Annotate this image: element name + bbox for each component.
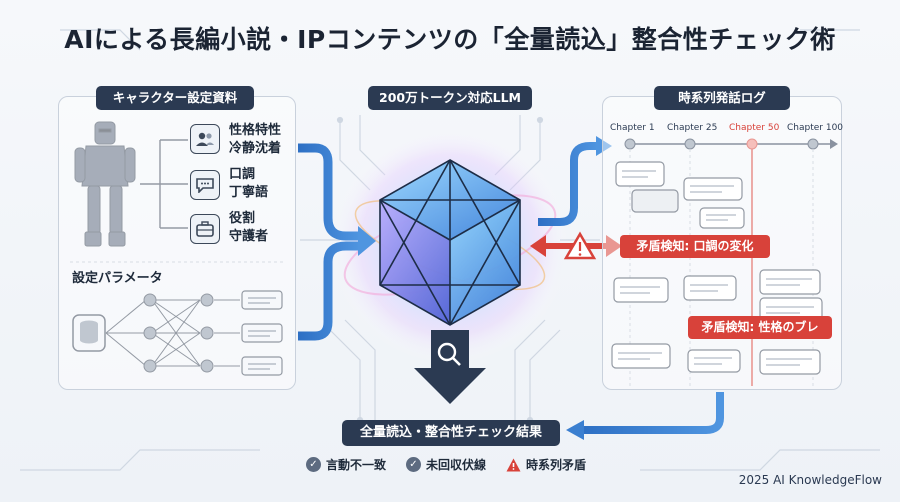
footer-credit: 2025 AI KnowledgeFlow [738, 473, 882, 487]
dialogue-bubbles [611, 161, 823, 375]
result-item-label: 言動不一致 [326, 458, 387, 472]
trait-tone-label: 口調 [229, 167, 256, 182]
trait-role-value: 守護者 [229, 229, 269, 244]
log-flow-arrow [538, 136, 612, 226]
result-header: 全量読込・整合性チェック結果 [342, 420, 560, 446]
contradiction-arrow [530, 231, 622, 260]
result-item-timeline: 時系列矛盾 [506, 456, 586, 473]
check-circle-icon: ✓ [406, 457, 421, 472]
trait-tone-value: 丁寧語 [229, 185, 269, 200]
input-flow-arrows [298, 143, 376, 341]
check-circle-icon: ✓ [306, 457, 321, 472]
trait-personality-value: 冷静沈着 [229, 141, 282, 156]
user-group-icon [190, 124, 220, 154]
page-title: AIによる長編小説・IPコンテンツの「全量読込」整合性チェック術 [64, 25, 836, 54]
alert-personality-shift: 矛盾検知: 性格のブレ [688, 316, 832, 339]
trait-role-label: 役割 [229, 211, 256, 226]
chapter-25-label: Chapter 25 [667, 123, 718, 133]
llm-cube-icon [379, 159, 521, 326]
chapter-100-label: Chapter 100 [787, 123, 844, 133]
trait-connectors [140, 139, 188, 229]
warning-triangle-icon [506, 458, 521, 472]
trait-personality-label: 性格特性 [229, 123, 282, 138]
chapter-1-label: Chapter 1 [610, 123, 655, 133]
chapter-timeline [624, 138, 838, 386]
briefcase-icon [190, 214, 220, 244]
parameter-network-icon [72, 290, 283, 376]
speech-bubble-icon [190, 170, 220, 200]
result-return-arrow [566, 392, 724, 440]
character-figure-icon [74, 121, 136, 247]
character-settings-panel [58, 96, 296, 390]
llm-header: 200万トークン対応LLM [368, 86, 532, 110]
output-down-arrow [414, 330, 486, 404]
params-label: 設定パラメータ [72, 271, 163, 286]
dialogue-log-header: 時系列発話ログ [654, 86, 790, 110]
character-settings-header: キャラクター設定資料 [96, 86, 254, 110]
result-item-label: 未回収伏線 [426, 458, 487, 472]
result-item-inconsistency: ✓ 言動不一致 [306, 456, 386, 473]
alert-tone-change: 矛盾検知: 口調の変化 [620, 235, 770, 258]
chapter-50-label: Chapter 50 [729, 123, 780, 133]
bubble-lines [618, 170, 814, 366]
result-item-unresolved: ✓ 未回収伏線 [406, 456, 486, 473]
result-item-label: 時系列矛盾 [526, 458, 587, 472]
